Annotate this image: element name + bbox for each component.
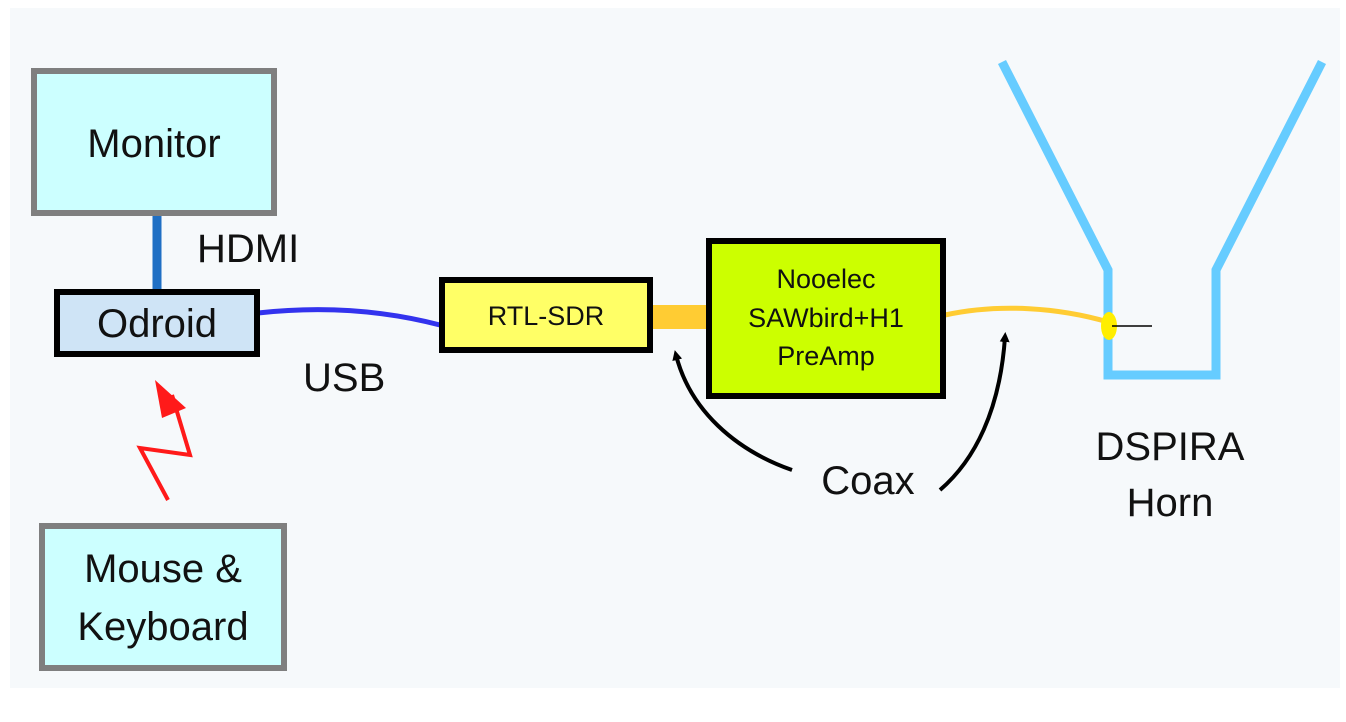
horn-label-line2: Horn: [1127, 481, 1214, 525]
coax-arrow-right: [938, 332, 1010, 492]
horn-label-line1: DSPIRA: [1096, 425, 1245, 469]
preamp-label-line1: Nooelec: [776, 264, 875, 294]
mouse-keyboard-box: Mouse & Keyboard: [39, 523, 287, 671]
coax-arrow-left: [672, 350, 793, 472]
feed-probe: [1101, 312, 1117, 340]
mouse-keyboard-label-line2: Keyboard: [77, 605, 248, 649]
usb-label: USB: [303, 356, 385, 400]
hdmi-label: HDMI: [197, 227, 299, 271]
preamp-label-line2: SAWbird+H1: [748, 303, 904, 333]
preamp-label-line3: PreAmp: [777, 341, 875, 371]
mouse-keyboard-label-line1: Mouse &: [84, 547, 242, 591]
coax-cable-to-horn: [944, 305, 1109, 325]
horn-antenna-icon: [997, 59, 1327, 380]
monitor-box: Monitor: [31, 68, 277, 216]
odroid-box: Odroid: [54, 289, 260, 357]
usb-cable: [257, 307, 441, 328]
coax-label: Coax: [821, 459, 914, 503]
wireless-bolt-icon: [136, 380, 193, 501]
monitor-label: Monitor: [87, 122, 220, 166]
rtl-sdr-box: RTL-SDR: [439, 277, 653, 353]
rtl-sdr-label: RTL-SDR: [488, 301, 605, 331]
preamp-box: Nooelec SAWbird+H1 PreAmp: [706, 238, 946, 399]
odroid-label: Odroid: [97, 302, 217, 346]
coax-connector: [651, 305, 709, 329]
